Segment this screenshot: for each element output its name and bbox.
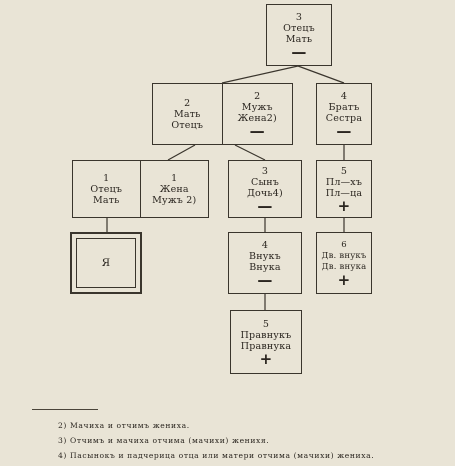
node-degree: 1 bbox=[103, 172, 110, 184]
node-parents-pair: 1 Отецъ Мать 1 Жена Мужъ 2) bbox=[72, 160, 209, 218]
node-label: Братъ bbox=[328, 101, 360, 113]
node-label: Дочь4) bbox=[247, 187, 283, 199]
connector-mid-child bbox=[234, 144, 266, 161]
node-label: Пл—ца bbox=[325, 187, 363, 199]
node-label: Внукъ bbox=[249, 250, 281, 262]
node-degree: 4 bbox=[261, 239, 269, 251]
node-great-grandchild: 5 Правнукъ Правнука + bbox=[230, 310, 302, 374]
node-label: Мать bbox=[173, 108, 201, 120]
sign-minus: — bbox=[291, 42, 307, 61]
node-uncle-aunt: 4 Братъ Сестра — bbox=[316, 83, 372, 145]
node-degree: 5 bbox=[262, 318, 270, 330]
node-degree: 3 bbox=[295, 11, 303, 23]
node-label: Сестра bbox=[325, 112, 363, 124]
node-degree: 1 bbox=[171, 172, 178, 184]
node-degree: 6 bbox=[341, 239, 347, 250]
node-label: Дв. внукъ bbox=[321, 250, 367, 261]
node-label: Отецъ bbox=[283, 22, 315, 34]
node-label: Жена2) bbox=[237, 112, 277, 124]
sign-minus: — bbox=[249, 121, 265, 140]
node-child: 3 Сынъ Дочь4) — bbox=[228, 160, 302, 218]
connector-top-brother bbox=[297, 65, 345, 84]
node-grandparents-pair: 2 Мать Отецъ 2 Мужъ Жена2) — bbox=[152, 83, 293, 145]
node-label: Внука bbox=[249, 261, 281, 273]
node-label: Жена bbox=[159, 183, 189, 195]
node-label: Отецъ bbox=[171, 119, 204, 131]
footnotes: 2) Мачиха и отчимъ жениха. 3) Отчимъ и м… bbox=[58, 418, 374, 463]
node-label: Правнукъ bbox=[240, 329, 292, 341]
footnote-rule bbox=[32, 409, 98, 410]
node-self: Я bbox=[70, 232, 142, 294]
node-label: Мужъ 2) bbox=[152, 194, 197, 206]
sign-minus: — bbox=[257, 196, 273, 215]
sign-minus: — bbox=[336, 121, 352, 140]
node-label: Мать bbox=[285, 33, 313, 45]
node-label: Мать bbox=[92, 194, 120, 206]
sign-minus: — bbox=[257, 270, 273, 289]
node-degree: 4 bbox=[340, 90, 348, 102]
footnote-4: 4) Пасынокъ и падчерица отца или матери … bbox=[58, 451, 375, 460]
node-grandchild: 4 Внукъ Внука — bbox=[228, 232, 302, 294]
node-label: Мужъ bbox=[241, 101, 273, 113]
node-degree: 3 bbox=[261, 165, 269, 177]
footnote-3: 3) Отчимъ и мачиха отчима (мачихи) жених… bbox=[58, 436, 270, 445]
connector-top-mid bbox=[221, 65, 299, 84]
footnote-2: 2) Мачиха и отчимъ жениха. bbox=[58, 421, 190, 430]
sign-plus: + bbox=[337, 270, 351, 289]
self-label: Я bbox=[101, 256, 111, 269]
sign-plus: + bbox=[337, 196, 351, 215]
self-inner-frame bbox=[76, 238, 136, 288]
node-great-grandparents: 3 Отецъ Мать — bbox=[266, 4, 332, 66]
connector-mid-parents bbox=[167, 144, 196, 161]
node-label: Отецъ bbox=[90, 183, 123, 195]
sign-plus: + bbox=[259, 349, 273, 368]
node-label: Пл—хъ bbox=[325, 176, 363, 188]
node-label: Сынъ bbox=[250, 176, 279, 188]
node-grandnephew: 6 Дв. внукъ Дв. внука + bbox=[316, 232, 372, 294]
node-degree: 2 bbox=[184, 97, 191, 109]
node-degree: 2 bbox=[254, 90, 261, 102]
node-nephew: 5 Пл—хъ Пл—ца + bbox=[316, 160, 372, 218]
node-label: Дв. внука bbox=[321, 261, 367, 272]
node-label: Правнука bbox=[240, 340, 292, 352]
node-degree: 5 bbox=[340, 165, 348, 177]
